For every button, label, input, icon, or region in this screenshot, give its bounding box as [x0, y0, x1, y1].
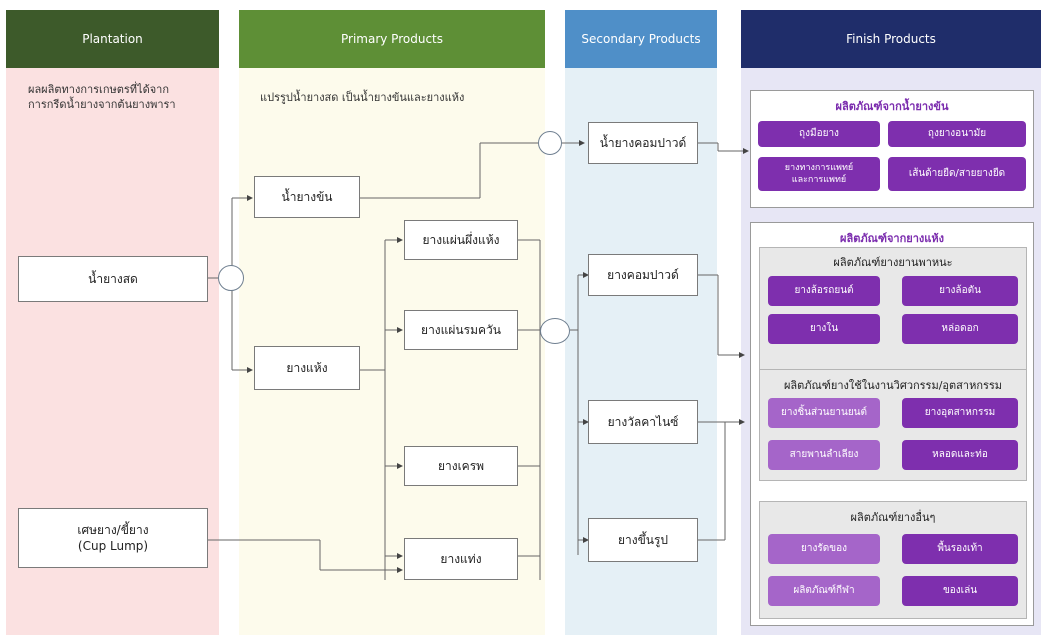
vehicle-product-item: ยางใน: [768, 314, 880, 344]
latex-product-item: เส้นด้ายยืด/สายยางยืด: [888, 157, 1026, 191]
vehicle-product-item: ยางล้อตัน: [902, 276, 1018, 306]
other-products-subgroup: ผลิตภัณฑ์ยางอื่นๆ ยางรัดของ พื้นรองเท้า …: [759, 501, 1027, 619]
vehicle-products-title: ผลิตภัณฑ์ยางยานพาหนะ: [833, 256, 953, 269]
ribbed-smoked-sheet-node: ยางแผ่นรมควัน: [404, 310, 518, 350]
finish-header: Finish Products: [741, 10, 1041, 68]
dry-rubber-node: ยางแห้ง: [254, 346, 360, 390]
dry-products-title: ผลิตภัณฑ์จากยางแห้ง: [840, 232, 944, 245]
secondary-header: Secondary Products: [565, 10, 717, 68]
latex-compound-node: น้ำยางคอมปาวด์: [588, 122, 698, 164]
industrial-product-item: สายพานลำเลียง: [768, 440, 880, 470]
vehicle-product-item: ยางล้อรถยนต์: [768, 276, 880, 306]
primary-note: แปรรูปน้ำยางสด เป็นน้ำยางข้นและยางแห้ง: [260, 91, 465, 104]
block-rubber-node: ยางแท่ง: [404, 538, 518, 580]
air-dried-sheet-node: ยางแผ่นผึ่งแห้ง: [404, 220, 518, 260]
other-product-item: ยางรัดของ: [768, 534, 880, 564]
other-product-item: พื้นรองเท้า: [902, 534, 1018, 564]
dry-rubber-products-group: ผลิตภัณฑ์จากยางแห้ง ผลิตภัณฑ์ยางยานพาหนะ…: [750, 222, 1034, 626]
crepe-node: ยางเครพ: [404, 446, 518, 486]
junction-circle-dry: [540, 318, 570, 344]
primary-header: Primary Products: [239, 10, 545, 68]
industrial-product-item: ยางอุตสาหกรรม: [902, 398, 1018, 428]
latex-product-item: ถุงมือยาง: [758, 121, 880, 147]
junction-circle-fresh-latex: [218, 265, 244, 291]
cup-lump-node: เศษยาง/ขี้ยาง (Cup Lump): [18, 508, 208, 568]
latex-products-title: ผลิตภัณฑ์จากน้ำยางข้น: [835, 100, 949, 113]
plantation-header: Plantation: [6, 10, 219, 68]
vulcanized-rubber-node: ยางวัลคาไนซ์: [588, 400, 698, 444]
industrial-products-subgroup: ผลิตภัณฑ์ยางใช้ในงานวิศวกรรม/อุตสาหกรรม …: [759, 369, 1027, 481]
latex-product-item: ถุงยางอนามัย: [888, 121, 1026, 147]
concentrated-latex-node: น้ำยางข้น: [254, 176, 360, 218]
rubber-compound-node: ยางคอมปาวด์: [588, 254, 698, 296]
other-products-title: ผลิตภัณฑ์ยางอื่นๆ: [850, 511, 936, 524]
fresh-latex-node: น้ำยางสด: [18, 256, 208, 302]
molded-rubber-node: ยางขึ้นรูป: [588, 518, 698, 562]
latex-products-group: ผลิตภัณฑ์จากน้ำยางข้น ถุงมือยาง ถุงยางอน…: [750, 90, 1034, 208]
industrial-products-title: ผลิตภัณฑ์ยางใช้ในงานวิศวกรรม/อุตสาหกรรม: [783, 379, 1003, 392]
vehicle-product-item: หล่อดอก: [902, 314, 1018, 344]
other-product-item: ผลิตภัณฑ์กีฬา: [768, 576, 880, 606]
industrial-product-item: หลอดและท่อ: [902, 440, 1018, 470]
plantation-note: ผลผลิตทางการเกษตรที่ได้จาก การกรีดน้ำยาง…: [28, 83, 176, 111]
industrial-product-item: ยางชิ้นส่วนยานยนต์: [768, 398, 880, 428]
other-product-item: ของเล่น: [902, 576, 1018, 606]
vehicle-products-subgroup: ผลิตภัณฑ์ยางยานพาหนะ ยางล้อรถยนต์ ยางล้อ…: [759, 247, 1027, 375]
junction-circle-latex: [538, 131, 562, 155]
latex-product-item: ยางทางการแพทย์ และการแพทย์: [758, 157, 880, 191]
